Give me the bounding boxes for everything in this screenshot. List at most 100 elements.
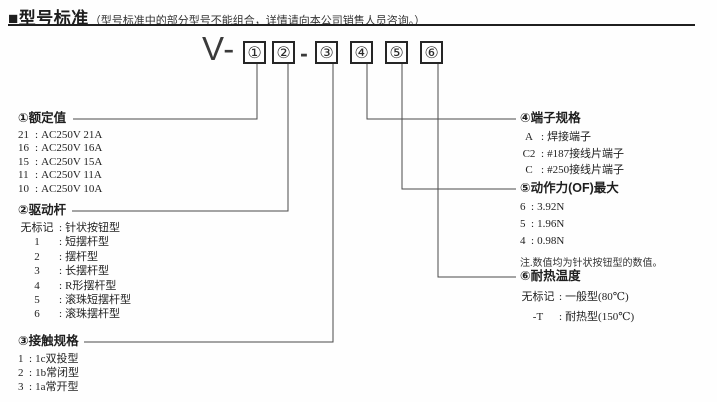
list-item: 1 : 短摆杆型 bbox=[18, 235, 131, 249]
list-item: 无标记 : 一般型(80℃) bbox=[520, 287, 634, 307]
entry-value: 耐热型(150℃) bbox=[565, 311, 635, 323]
model-digit-box-2: ② bbox=[272, 41, 295, 64]
entry-list: 21 : AC250V 21A 16 : AC250V 16A 15 : AC2… bbox=[18, 129, 102, 196]
entry-colon: : bbox=[541, 131, 545, 143]
list-item: 5 : 滚珠短摆杆型 bbox=[18, 293, 131, 307]
model-digit-box-6: ⑥ bbox=[420, 41, 443, 64]
section-rated-value: ①额定值 21 : AC250V 21A 16 : AC250V 16A 15 … bbox=[18, 111, 102, 196]
connector-6 bbox=[437, 64, 516, 278]
entry-list: A : 焊接端子 C2 : #187接线片端子 C : #250接线片端子 bbox=[520, 129, 624, 179]
entry-key: 15 bbox=[18, 155, 29, 168]
section-actuator: ②驱动杆 无标记 : 针状按钮型 1 : 短摆杆型 2 : 摆杆型 bbox=[18, 203, 131, 322]
model-digit-box-3: ③ bbox=[315, 41, 338, 64]
entry-colon: : bbox=[35, 142, 39, 155]
connector-4 bbox=[366, 64, 516, 120]
connector-2 bbox=[72, 64, 289, 212]
entry-colon: : bbox=[35, 155, 39, 168]
entry-colon: : bbox=[59, 236, 63, 249]
entry-colon: : bbox=[29, 381, 33, 394]
entry-value: 滚珠短摆杆型 bbox=[65, 294, 132, 307]
entry-value: 1.96N bbox=[537, 218, 565, 230]
entry-value: AC250V 15A bbox=[41, 155, 103, 168]
entry-key: 无标记 bbox=[20, 222, 54, 234]
entry-colon: : bbox=[59, 308, 63, 321]
entry-key: 6 bbox=[520, 201, 526, 213]
entry-key: C bbox=[525, 164, 533, 176]
entry-colon: : bbox=[35, 129, 39, 141]
entry-value: 长摆杆型 bbox=[65, 265, 110, 278]
section-title: ④端子规格 bbox=[520, 111, 581, 125]
list-item: 10 : AC250V 10A bbox=[18, 183, 102, 196]
entry-key: 5 bbox=[34, 294, 40, 307]
entry-value: 焊接端子 bbox=[547, 131, 592, 143]
header-rule bbox=[8, 24, 695, 26]
list-item: 11 : AC250V 11A bbox=[18, 169, 102, 182]
model-prefix: V- bbox=[202, 30, 236, 67]
entry-colon: : bbox=[559, 311, 563, 323]
entry-key: C2 bbox=[522, 147, 536, 160]
section-title: ⑤动作力(OF)最大 bbox=[520, 181, 619, 195]
entry-value: 针状按钮型 bbox=[65, 222, 121, 234]
connector-3 bbox=[84, 64, 334, 343]
connector-1 bbox=[73, 64, 258, 120]
entry-value: AC250V 11A bbox=[41, 169, 102, 182]
entry-key: 6 bbox=[34, 308, 40, 321]
entry-value: 一般型(80℃) bbox=[565, 291, 629, 303]
list-item: 6 : 滚珠摆杆型 bbox=[18, 307, 131, 321]
list-item: 2 : 摆杆型 bbox=[18, 250, 131, 264]
list-item: 4 : 0.98N bbox=[520, 233, 663, 250]
entry-list: 无标记 : 针状按钮型 1 : 短摆杆型 2 : 摆杆型 3 bbox=[18, 221, 132, 322]
entry-colon: : bbox=[59, 279, 63, 292]
section-title: ①额定值 bbox=[18, 111, 67, 125]
list-item: 5 : 1.96N bbox=[520, 216, 663, 233]
model-digit-box-5: ⑤ bbox=[385, 41, 408, 64]
list-item: -T : 耐热型(150℃) bbox=[520, 307, 634, 327]
section-contact-form: ③接触规格 1 : 1c双投型 2 : 1b常闭型 3 : 1a常开 bbox=[18, 334, 79, 395]
list-item: 2 : 1b常闭型 bbox=[18, 366, 79, 380]
entry-colon: : bbox=[59, 265, 63, 278]
list-item: 3 : 长摆杆型 bbox=[18, 264, 131, 278]
entry-key: 10 bbox=[18, 182, 29, 195]
entry-key: 4 bbox=[34, 279, 40, 292]
entry-list: 6 : 3.92N 5 : 1.96N 4 : 0.98N bbox=[520, 199, 663, 250]
entry-value: R形摆杆型 bbox=[65, 279, 117, 292]
entry-colon: : bbox=[559, 291, 563, 303]
entry-value: 滚珠摆杆型 bbox=[65, 308, 121, 321]
entry-value: #250接线片端子 bbox=[547, 164, 625, 176]
list-item: A : 焊接端子 bbox=[520, 129, 624, 146]
entry-value: 1c双投型 bbox=[35, 353, 79, 365]
entry-colon: : bbox=[29, 353, 33, 365]
entry-key: 1 bbox=[34, 236, 40, 249]
list-item: 1 : 1c双投型 bbox=[18, 352, 79, 366]
entry-value: 摆杆型 bbox=[65, 250, 99, 263]
entry-colon: : bbox=[59, 294, 63, 307]
entry-colon: : bbox=[531, 218, 535, 230]
section-operating-force: ⑤动作力(OF)最大 6 : 3.92N 5 : 1.96N 4 : bbox=[520, 181, 663, 269]
entry-key: -T bbox=[532, 311, 544, 323]
entry-key: 16 bbox=[18, 142, 29, 155]
list-item: C2 : #187接线片端子 bbox=[520, 146, 624, 163]
entry-colon: : bbox=[531, 235, 535, 247]
list-item: 无标记 : 针状按钮型 bbox=[18, 221, 131, 235]
entry-key: 5 bbox=[520, 218, 526, 230]
entry-colon: : bbox=[59, 250, 63, 263]
entry-value: 短摆杆型 bbox=[65, 236, 110, 249]
entry-colon: : bbox=[59, 222, 63, 234]
list-item: 4 : R形摆杆型 bbox=[18, 279, 131, 293]
entry-key: 3 bbox=[18, 381, 24, 394]
entry-colon: : bbox=[541, 164, 545, 176]
model-digit-box-1: ① bbox=[243, 41, 266, 64]
entry-value: AC250V 21A bbox=[41, 129, 103, 141]
entry-colon: : bbox=[531, 201, 535, 213]
entry-key: 2 bbox=[18, 367, 24, 380]
list-item: 6 : 3.92N bbox=[520, 199, 663, 216]
list-item: 3 : 1a常开型 bbox=[18, 380, 79, 394]
entry-colon: : bbox=[29, 367, 33, 380]
entry-key: 无标记 bbox=[521, 291, 555, 303]
entry-key: 1 bbox=[18, 353, 24, 365]
list-item: C : #250接线片端子 bbox=[520, 162, 624, 179]
section-title: ②驱动杆 bbox=[18, 203, 67, 217]
entry-value: 0.98N bbox=[537, 235, 565, 247]
entry-key: A bbox=[525, 131, 533, 143]
